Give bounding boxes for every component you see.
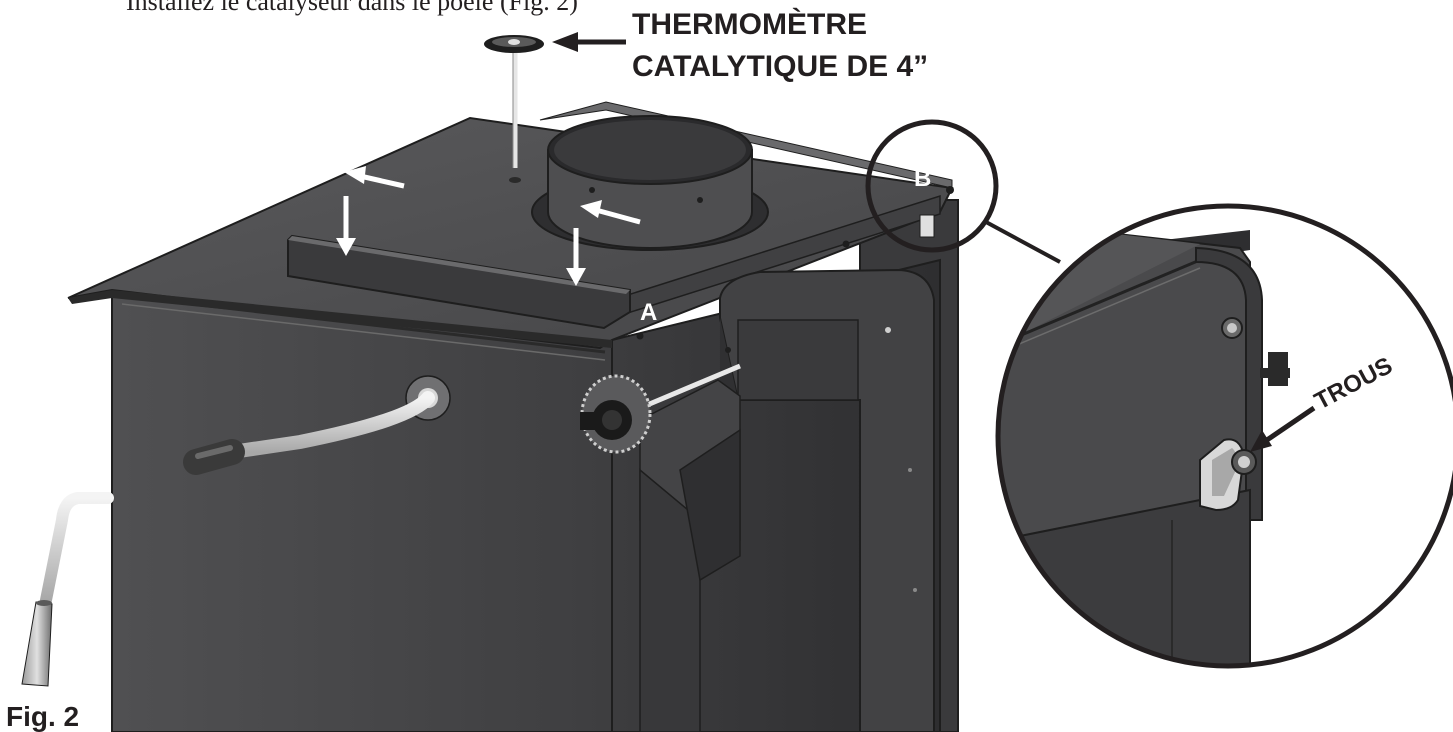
zoom-detail bbox=[995, 203, 1453, 669]
marker-b: B bbox=[914, 165, 931, 192]
door-handle bbox=[183, 375, 451, 475]
arrow-into-collar bbox=[580, 200, 641, 225]
marker-b-label: B bbox=[914, 165, 931, 192]
air-control-housing bbox=[719, 268, 935, 732]
thermometer-label-line1: THERMOMÈTRE bbox=[632, 7, 867, 41]
detail-marker-circle bbox=[865, 119, 999, 253]
holes-arrow bbox=[1250, 405, 1316, 452]
flue-collar bbox=[531, 115, 769, 251]
marker-a-label: A bbox=[640, 299, 657, 326]
catalytic-thermometer bbox=[484, 35, 544, 183]
white-arrows bbox=[336, 166, 641, 286]
air-control-dial bbox=[580, 363, 741, 454]
shaker-handle bbox=[21, 492, 114, 687]
thermometer-label-line2: CATALYTIQUE DE 4” bbox=[632, 50, 928, 83]
arrow-down-left bbox=[336, 196, 356, 256]
air-channel bbox=[639, 379, 741, 732]
arrow-left-top bbox=[344, 166, 405, 189]
intro-text: Installez le catalyseur dans le poêle (F… bbox=[126, 0, 578, 16]
thermometer-arrow bbox=[552, 32, 626, 52]
stove-body bbox=[67, 101, 959, 732]
zoom-connector-upper bbox=[985, 220, 1061, 264]
arrow-down-right bbox=[566, 228, 586, 286]
figure-label: Fig. 2 bbox=[6, 701, 79, 732]
stove-front-panel bbox=[111, 288, 613, 732]
marker-a: A bbox=[640, 299, 657, 326]
